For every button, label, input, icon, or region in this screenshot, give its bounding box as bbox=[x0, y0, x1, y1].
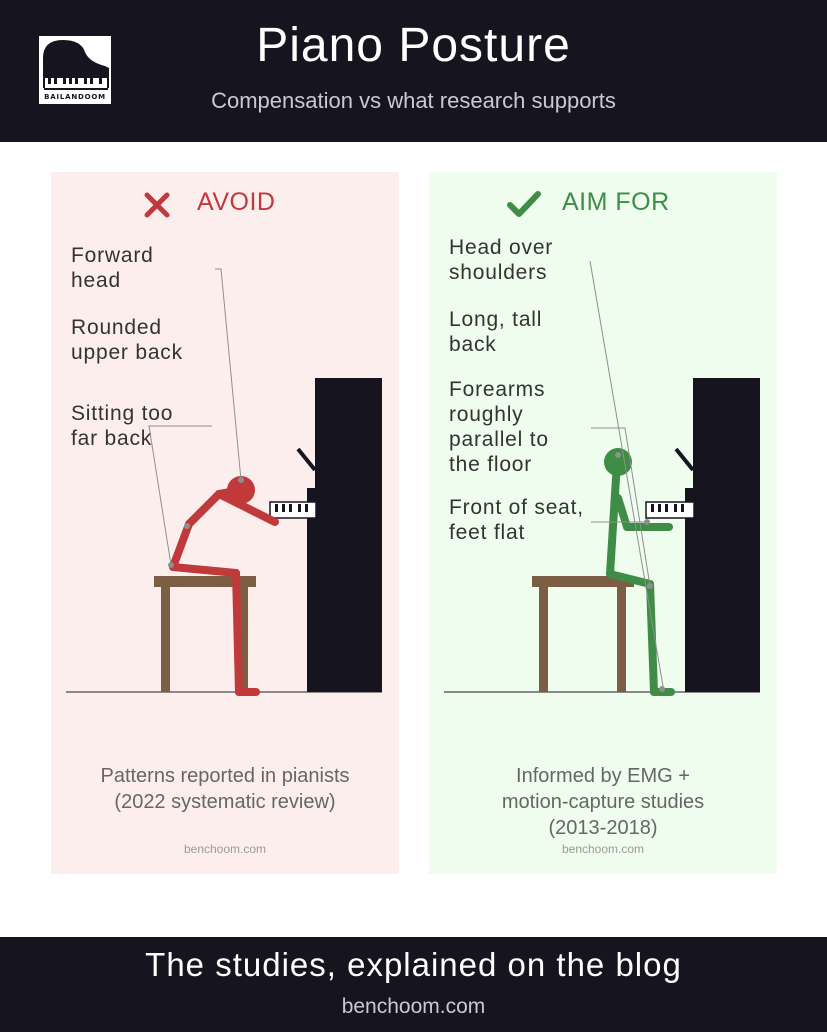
avoid-heading: AVOID bbox=[197, 188, 276, 216]
piano-front bbox=[307, 488, 317, 692]
bench-leg bbox=[539, 587, 548, 692]
header-banner: BAILANDOOM Piano Posture Compensation vs… bbox=[0, 0, 827, 142]
aim-heading: AIM FOR bbox=[562, 188, 670, 216]
label-sitting-too-far-back: Sitting too far back bbox=[71, 402, 174, 450]
avoid-credit: benchoom.com bbox=[183, 842, 267, 856]
music-stand bbox=[296, 447, 317, 472]
footer-banner: The studies, explained on the blog bench… bbox=[0, 937, 827, 1032]
upright-piano bbox=[693, 378, 760, 692]
black-keys bbox=[275, 504, 308, 512]
head bbox=[604, 448, 632, 476]
checkmark-icon bbox=[507, 191, 541, 217]
bench-leg bbox=[239, 587, 248, 692]
leader-lines bbox=[589, 260, 665, 693]
piano-front bbox=[685, 488, 695, 692]
label-head-over-shoulders: Head over shoulders bbox=[449, 236, 554, 284]
aim-caption: Informed by EMG + motion-capture studies… bbox=[501, 765, 705, 839]
grand-piano-icon bbox=[43, 40, 109, 90]
label-long-tall-back: Long, tall back bbox=[449, 308, 543, 356]
label-forearms-parallel: Forearms roughly parallel to the floor bbox=[449, 378, 549, 476]
aim-panel: AIM FOR Head over shoulders Long, tall b… bbox=[429, 172, 777, 874]
aim-credit: benchoom.com bbox=[561, 842, 645, 856]
music-stand bbox=[674, 447, 695, 472]
upright-piano bbox=[315, 378, 382, 692]
label-front-of-seat: Front of seat, feet flat bbox=[449, 496, 584, 544]
bench-seat bbox=[154, 576, 256, 587]
leader-dots bbox=[615, 452, 665, 692]
bench-leg bbox=[161, 587, 170, 692]
page-title: Piano Posture bbox=[256, 19, 571, 72]
head bbox=[227, 476, 255, 504]
black-keys bbox=[651, 504, 684, 512]
bench-leg bbox=[617, 587, 626, 692]
label-rounded-upper-back: Rounded upper back bbox=[71, 316, 183, 364]
footer-site-link[interactable]: benchoom.com bbox=[341, 995, 486, 1018]
avoid-caption: Patterns reported in pianists (2022 syst… bbox=[100, 765, 350, 813]
blog-call-to-action[interactable]: The studies, explained on the blog bbox=[145, 946, 682, 983]
keyboard bbox=[269, 501, 317, 519]
logo-wordmark: BAILANDOOM bbox=[44, 93, 106, 101]
slouched-pianist bbox=[169, 486, 279, 696]
avoid-panel: AVOID Forward head Rounded upper back Si… bbox=[51, 172, 399, 874]
page-subtitle: Compensation vs what research supports bbox=[211, 88, 616, 113]
leader-lines bbox=[148, 268, 242, 566]
bailandoom-logo[interactable]: BAILANDOOM bbox=[39, 36, 111, 104]
aim-posture-illustration bbox=[444, 260, 760, 696]
bench-seat bbox=[532, 576, 634, 587]
avoid-posture-illustration bbox=[66, 268, 382, 696]
label-forward-head: Forward head bbox=[71, 244, 154, 292]
cross-icon bbox=[144, 192, 170, 218]
leader-dots bbox=[168, 477, 244, 568]
